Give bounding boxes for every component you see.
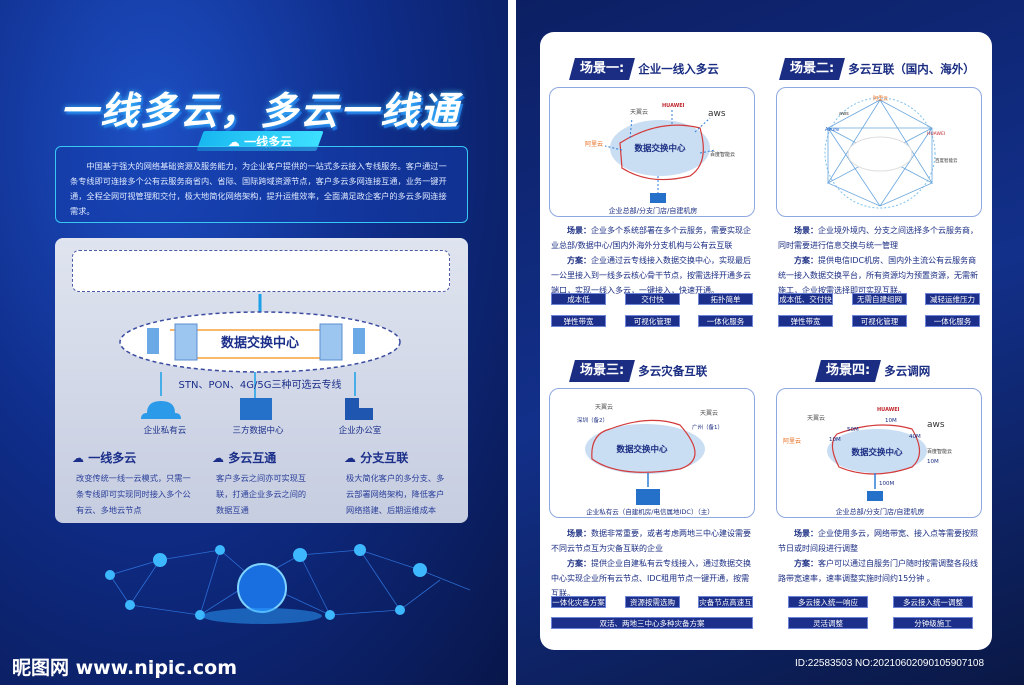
cloud-provider-label: 天翼云 xyxy=(595,404,613,411)
svg-text:数据交换中心: 数据交换中心 xyxy=(634,143,686,154)
feature-tag: 成本低 xyxy=(551,293,606,305)
cloud-provider-label: aws xyxy=(708,109,726,119)
cloud-provider-label: 天翼云 xyxy=(630,109,648,116)
scenario-4-text: 场景：企业使用多云，网络带宽、接入点等需要按照节日或时间段进行调整 方案：客户可… xyxy=(778,529,978,583)
cloud-provider-label: 百度智能云 xyxy=(935,157,958,164)
image-id: ID:22583503 NO:20210602090105907108 xyxy=(795,658,985,669)
feature-tag: 双活、两地三中心多种灾备方案 xyxy=(551,617,753,629)
globe-icon xyxy=(237,563,287,613)
building-icon xyxy=(867,491,883,501)
scenario-3-header: 场景三:多云灾备互联 xyxy=(569,360,707,382)
data-center-icon xyxy=(240,398,272,420)
feature-tag: 灵活调整 xyxy=(788,617,868,629)
intro-text: 中国基于强大的网络基础资源及服务能力，为企业客户提供的一站式多云接入专线服务。客… xyxy=(55,146,468,223)
scenario-3-text: 场景：数据非常重要，或者考虑两地三中心建设需要不同云节点互为灾备互联的企业 方案… xyxy=(551,529,751,598)
endpoint-label: 企业私有云 xyxy=(144,425,187,436)
feature-tag: 资源按需选购 xyxy=(625,596,680,608)
office-building-icon xyxy=(345,398,359,420)
feature-tag: 交付快 xyxy=(625,293,680,305)
scenario-1-header: 场景一:企业一线入多云 xyxy=(569,58,719,80)
bandwidth-label: 10M xyxy=(927,459,939,465)
feature-tag: 拓扑简单 xyxy=(698,293,753,305)
server-icon xyxy=(147,328,159,354)
feature-tag: 一体化服务 xyxy=(925,315,980,327)
scenario-3-diagram: 数据交换中心 天翼云 天翼云 深圳（备2） 广州（备1） 企业私有云（自建机房/… xyxy=(549,388,755,518)
bandwidth-label: 100M xyxy=(879,481,894,487)
scenario-1-text: 场景：企业多个系统部署在多个云服务，需要实现企业总部/数据中心/国内外海外分支机… xyxy=(551,226,751,295)
scenario-4-header: 场景四:多云调网 xyxy=(815,360,930,382)
firewall-icon xyxy=(319,323,343,361)
scenario-1-diagram: 数据交换中心 天翼云 HUAWEI aws 阿里云 百度智能云 企业总部/分支门… xyxy=(549,87,755,217)
multi-cloud-icon: ☁ xyxy=(72,451,84,465)
network-globe-graphic xyxy=(105,544,471,624)
cloud-provider-label: 阿里云 xyxy=(585,140,603,148)
endpoint-label: 三方数据中心 xyxy=(232,425,284,436)
feature-tag: 减轻运维压力 xyxy=(925,293,980,305)
feature-tag: 无需自建组网 xyxy=(852,293,907,305)
svg-text:企业总部/分支门店/自建机房: 企业总部/分支门店/自建机房 xyxy=(836,507,925,516)
svg-text:数据交换中心: 数据交换中心 xyxy=(851,447,903,458)
cloud-provider-label: aws xyxy=(839,111,849,117)
feature-tag: 一体化灾备方案 xyxy=(551,596,606,608)
cloud-icon: ☁ xyxy=(227,135,245,149)
cloud-provider-label: aws xyxy=(927,420,945,430)
scenario-2-diagram: 阿里云 aws Azure HUAWEI 百度智能云 xyxy=(776,87,982,217)
scenario-2-header: 场景二:多云互联（国内、海外） xyxy=(779,58,975,80)
line-types-label: STN、PON、4G/5G三种可选云专线 xyxy=(179,378,342,391)
cloud-provider-label: 阿里云 xyxy=(783,437,801,445)
feature-tag: 弹性带宽 xyxy=(778,315,833,327)
cloud-provider-label: HUAWEI xyxy=(877,407,900,413)
cloud-provider-label: 天翼云 xyxy=(700,410,718,417)
bandwidth-label: 10M xyxy=(885,418,897,424)
bandwidth-label: 40M xyxy=(909,434,921,440)
cloud-provider-label: 阿里云 xyxy=(873,95,888,102)
cloud-provider-label: HUAWEI xyxy=(927,131,945,137)
cloud-icon: ☁ xyxy=(212,451,224,465)
feature-tag: 弹性带宽 xyxy=(551,315,606,327)
badge-label: ☁ 一线多云 xyxy=(227,135,293,149)
feature-tag: 多云接入统一调整 xyxy=(893,596,973,608)
cloud-provider-label: HUAWEI xyxy=(662,103,685,109)
cloud-provider-label: Azure xyxy=(825,127,839,133)
private-cloud-icon xyxy=(141,401,181,419)
architecture-diagram: 数据交换中心 STN、PON、4G/5G三种可选云专线 企业私有云 三方数据中心… xyxy=(119,294,401,436)
network-nodes xyxy=(105,544,427,620)
server-icon xyxy=(353,328,365,354)
scenario-2-text: 场景：企业境外境内、分支之间选择多个云服务商，同时需要进行信息交换与统一管理 方… xyxy=(778,226,978,295)
bandwidth-label: 50M xyxy=(847,427,859,433)
cloud-provider-label: 百度智能云 xyxy=(927,448,952,455)
cloud-provider-label: 百度智能云 xyxy=(710,151,735,158)
svg-text:企业总部/分支门店/自建机房: 企业总部/分支门店/自建机房 xyxy=(609,206,698,215)
firewall-icon xyxy=(174,323,198,361)
feature-tag: 一体化服务 xyxy=(698,315,753,327)
svg-text:数据交换中心: 数据交换中心 xyxy=(616,444,668,455)
feature-multi-cloud: ☁ 多云互通 客户多云之间亦可实现互联，打通企业多云之间的数据互通 xyxy=(212,451,307,515)
cloud-shape xyxy=(610,120,710,176)
svg-text:企业私有云（自建机房/电信属地IDC）（主）: 企业私有云（自建机房/电信属地IDC）（主） xyxy=(586,507,713,516)
endpoint-label: 企业办公室 xyxy=(339,425,382,436)
cloud-shape xyxy=(847,136,913,172)
feature-tag: 多云接入统一响应 xyxy=(788,596,868,608)
feature-tag: 可视化管理 xyxy=(625,315,680,327)
poster-title: 一线多云，多云一线通 xyxy=(59,89,460,133)
cloud-providers-box xyxy=(72,250,450,292)
data-center-icon xyxy=(636,489,660,505)
feature-tag: 可视化管理 xyxy=(852,315,907,327)
feature-tag: 灾备节点高速互联 xyxy=(698,596,753,619)
exchange-center-label: 数据交换中心 xyxy=(221,335,299,351)
feature-tag: 分钟级施工 xyxy=(893,617,973,629)
feature-one-cloud: ☁ 一线多云 改变传统一线一云模式，只需一条专线即可实现同时接入多个公有云、多地… xyxy=(72,451,191,515)
scenario-4-diagram: 数据交换中心 天翼云 HUAWEI aws 阿里云 百度智能云 50M 10M … xyxy=(776,388,982,518)
cloud-provider-label: 天翼云 xyxy=(807,415,825,422)
node-label: 广州（备1） xyxy=(692,423,723,431)
feature-branch: ☁ 分支互联 极大简化客户的多分支、多云部署网络架构，降低客户网络搭建、后期运维… xyxy=(344,451,445,515)
bandwidth-label: 10M xyxy=(829,437,841,443)
feature-tag: 成本低、交付快 xyxy=(778,293,833,305)
building-icon xyxy=(650,193,666,203)
cloud-network-icon: ☁ xyxy=(344,451,356,465)
node-label: 深圳（备2） xyxy=(577,416,608,424)
watermark: 昵图网 www.nipic.com xyxy=(12,657,238,679)
